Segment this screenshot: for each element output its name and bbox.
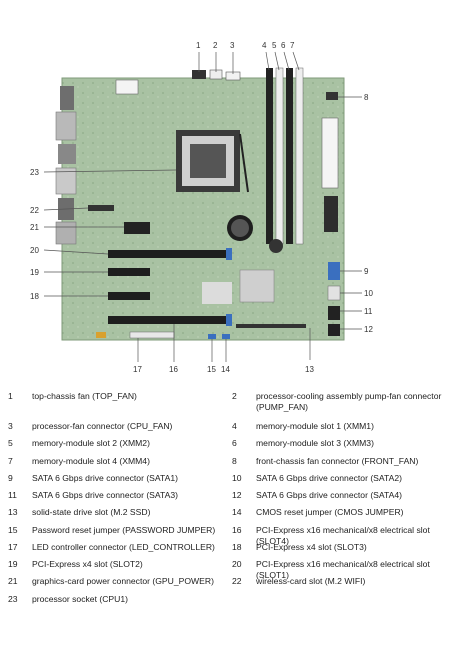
legend-number: 12 (232, 490, 242, 500)
legend-label: SATA 6 Gbps drive connector (SATA2) (256, 473, 402, 483)
legend-number: 16 (232, 525, 242, 535)
callout-13: 13 (305, 365, 314, 374)
legend-label: processor-cooling assembly pump-fan conn… (256, 391, 442, 412)
legend-number: 13 (8, 507, 18, 517)
legend-number: 21 (8, 576, 18, 586)
cpu-power-connector (115, 79, 139, 95)
callout-19: 19 (30, 268, 39, 277)
legend-label: wireless-card slot (M.2 WIFI) (256, 576, 366, 586)
callout-12: 12 (364, 325, 373, 334)
legend-number: 11 (8, 490, 17, 500)
top-fan-connector (192, 70, 206, 79)
legend-label: PCI-Express x4 slot (SLOT2) (32, 559, 143, 569)
callout-7: 7 (290, 41, 295, 50)
legend-number: 20 (232, 559, 242, 569)
callout-3: 3 (230, 41, 235, 50)
legend-label: LED controller connector (LED_CONTROLLER… (32, 542, 215, 552)
callout-11: 11 (364, 307, 373, 316)
legend-label: processor socket (CPU1) (32, 594, 128, 604)
callout-1: 1 (196, 41, 201, 50)
legend-number: 14 (232, 507, 242, 517)
legend-label: SATA 6 Gbps drive connector (SATA4) (256, 490, 402, 500)
legend-number: 6 (232, 438, 237, 448)
legend-number: 8 (232, 456, 237, 466)
callout-18: 18 (30, 292, 39, 301)
legend-label: memory-module slot 1 (XMM1) (256, 421, 374, 431)
memory-slots (266, 67, 304, 245)
atx-power-connector (321, 117, 339, 189)
callout-20: 20 (30, 246, 39, 255)
board-logo (269, 239, 283, 253)
legend-label: PCI-Express x16 mechanical/x8 electrical… (256, 525, 430, 546)
legend-label: solid-state drive slot (M.2 SSD) (32, 507, 151, 517)
front-fan-connector (326, 92, 338, 100)
legend-label: PCI-Express x16 mechanical/x8 electrical… (256, 559, 430, 580)
callout-23: 23 (30, 168, 39, 177)
sata-ports (327, 262, 341, 336)
legend-number: 3 (8, 421, 13, 431)
legend-number: 15 (8, 525, 18, 535)
callout-numbers: 1 2 3 4 5 6 7 8 9 10 11 12 13 14 15 16 1… (30, 41, 373, 374)
callout-5: 5 (272, 41, 277, 50)
legend-number: 9 (8, 473, 13, 483)
callout-9: 9 (364, 267, 369, 276)
motherboard-diagram: 1 2 3 4 5 6 7 8 9 10 11 12 13 14 15 16 1… (30, 41, 373, 374)
legend-number: 4 (232, 421, 237, 431)
legend-label: top-chassis fan (TOP_FAN) (32, 391, 137, 401)
callout-2: 2 (213, 41, 218, 50)
legend-label: memory-module slot 4 (XMM4) (32, 456, 150, 466)
legend-number: 5 (8, 438, 13, 448)
usb-header (324, 196, 338, 232)
gpu-power-connector (124, 222, 150, 234)
front-panel-header (129, 331, 175, 339)
legend-label: front-chassis fan connector (FRONT_FAN) (256, 456, 419, 466)
legend-number: 10 (232, 473, 242, 483)
pcie-slots (108, 248, 232, 326)
callout-21: 21 (30, 223, 39, 232)
legend-label: PCI-Express x4 slot (SLOT3) (256, 542, 367, 552)
leader-lines (43, 51, 362, 362)
m2-wifi-slot (88, 205, 114, 211)
legend-number: 19 (8, 559, 18, 569)
callout-10: 10 (364, 289, 373, 298)
callout-15: 15 (207, 365, 216, 374)
led-controller-connector (96, 332, 106, 338)
callout-22: 22 (30, 206, 39, 215)
callout-14: 14 (221, 365, 230, 374)
chipset (239, 269, 275, 303)
callout-16: 16 (169, 365, 178, 374)
callout-8: 8 (364, 93, 369, 102)
heatsink (202, 282, 232, 304)
legend-number: 18 (232, 542, 242, 552)
legend-number: 22 (232, 576, 242, 586)
legend-number: 2 (232, 391, 237, 401)
legend-label: graphics-card power connector (GPU_POWER… (32, 576, 214, 586)
callout-17: 17 (133, 365, 142, 374)
legend-label: processor-fan connector (CPU_FAN) (32, 421, 173, 431)
legend-number: 23 (8, 594, 18, 604)
cmos-jumper (222, 334, 230, 339)
legend-number: 7 (8, 456, 13, 466)
legend-label: SATA 6 Gbps drive connector (SATA3) (32, 490, 178, 500)
callout-4: 4 (262, 41, 267, 50)
password-jumper (208, 334, 216, 339)
legend-label: CMOS reset jumper (CMOS JUMPER) (256, 507, 404, 517)
legend-label: SATA 6 Gbps drive connector (SATA1) (32, 473, 178, 483)
legend-number: 17 (8, 542, 18, 552)
m2-ssd-slot (236, 324, 306, 328)
legend-label: memory-module slot 2 (XMM2) (32, 438, 150, 448)
legend-label: memory-module slot 3 (XMM3) (256, 438, 374, 448)
cpu-socket (176, 130, 249, 193)
legend-label: Password reset jumper (PASSWORD JUMPER) (32, 525, 216, 535)
legend-number: 1 (8, 391, 13, 401)
callout-6: 6 (281, 41, 286, 50)
